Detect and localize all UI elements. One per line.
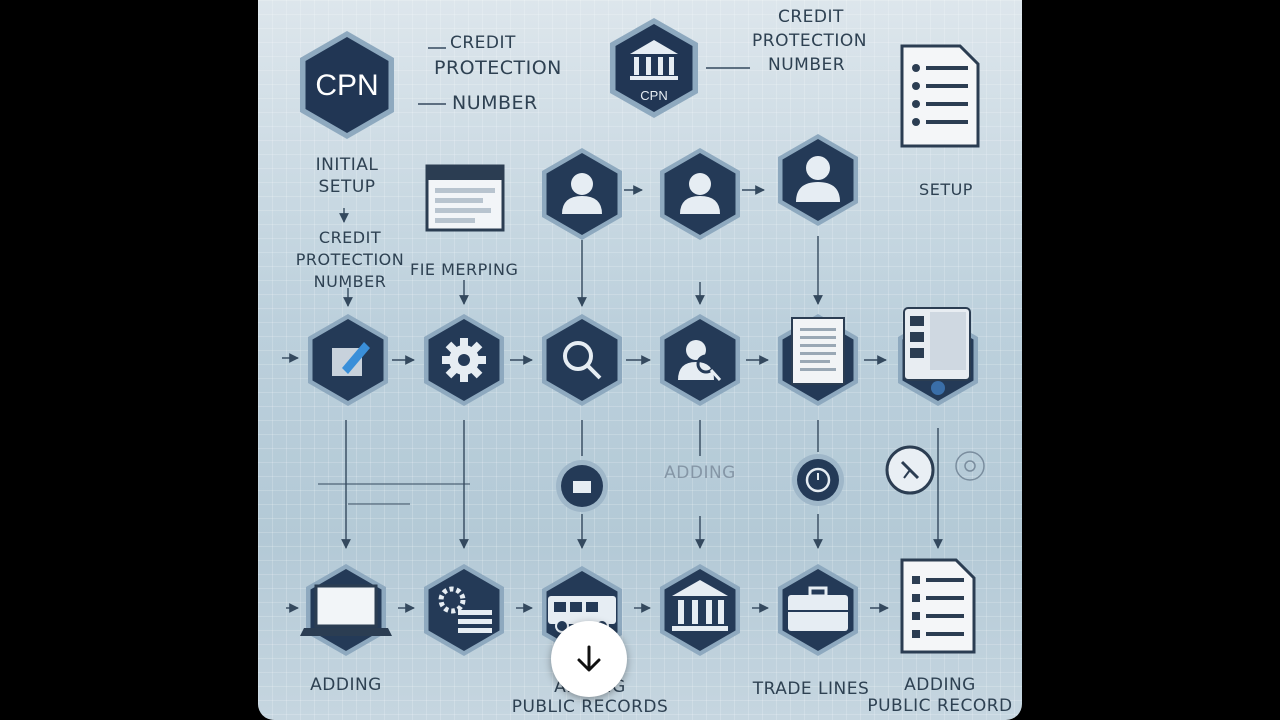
- document-icon: [791, 317, 845, 385]
- adding-public-label-2: PUBLIC RECORDS: [511, 697, 669, 717]
- briefcase-icon: [788, 586, 848, 631]
- gear-list-hexagon: [424, 564, 504, 656]
- briefcase-hexagon: [778, 564, 858, 656]
- bank-cpn-text: CPN: [640, 88, 667, 103]
- adding-public-record-label-1: ADDING: [904, 675, 976, 695]
- adding-mid-label: ADDING: [664, 463, 736, 483]
- document-hexagon: [778, 314, 858, 406]
- diagram-canvas: CPN CPN: [282, 18, 985, 658]
- laptop-hexagon: [300, 564, 392, 656]
- download-button[interactable]: [551, 621, 627, 697]
- trade-lines-label: TRADE LINES: [752, 679, 870, 699]
- top-right-label-credit: CREDIT: [778, 7, 844, 27]
- cpn-badge-text: CPN: [315, 69, 378, 102]
- clock-circle: [792, 454, 844, 506]
- adding-public-record-label-2: PUBLIC RECORD: [867, 696, 1013, 716]
- initial-setup-label-1: INITIAL: [315, 155, 379, 175]
- bank-icon: [630, 40, 678, 80]
- diagram-panel: CPN CPN: [258, 0, 1022, 720]
- edit-document-icon: [332, 342, 370, 376]
- adding-bottom-label: ADDING: [310, 675, 382, 695]
- credit-pn-label-2: PROTECTION: [295, 250, 405, 269]
- top-left-label-credit: CREDIT: [450, 33, 516, 53]
- gear-hexagon: [424, 314, 504, 406]
- target-icon: [955, 451, 985, 481]
- credit-pn-label-3: NUMBER: [313, 272, 387, 291]
- setup-label: SETUP: [919, 180, 973, 199]
- user-hexagon-1: [542, 148, 622, 240]
- document-list-icon: [900, 44, 980, 148]
- tablet-hexagon: [898, 307, 978, 406]
- bank-hexagon: [660, 564, 740, 656]
- user-icon: [562, 173, 602, 214]
- bank-cpn-hexagon: CPN: [610, 18, 698, 118]
- bank-icon: [672, 580, 728, 631]
- search-icon: [563, 341, 602, 380]
- user-hexagon-3: [778, 134, 858, 226]
- arrow-down-icon: [577, 645, 601, 672]
- user-search-icon: [678, 340, 722, 382]
- search-hexagon: [542, 314, 622, 406]
- user-icon: [796, 156, 840, 202]
- user-icon: [680, 173, 720, 214]
- cpn-badge-hexagon: CPN: [300, 31, 394, 139]
- edit-hexagon: [308, 314, 388, 406]
- user-hexagon-2: [660, 148, 740, 240]
- credit-pn-label-1: CREDIT: [318, 228, 382, 247]
- initial-setup-label-2: SETUP: [318, 177, 376, 197]
- gear-list-icon: [438, 586, 492, 633]
- gear-icon: [442, 338, 486, 382]
- top-left-label-number: NUMBER: [452, 92, 538, 114]
- checklist-icon: [900, 558, 976, 654]
- tablet-icon: [903, 307, 971, 395]
- top-right-label-protection: PROTECTION: [752, 31, 867, 51]
- checklist-doc: [900, 558, 976, 654]
- user-search-hexagon: [660, 314, 740, 406]
- laptop-icon: [300, 584, 392, 636]
- timer-circle: [885, 445, 935, 495]
- file-merging-label: FIE MERPING: [410, 260, 519, 279]
- top-right-label-number: NUMBER: [768, 55, 846, 75]
- briefcase-circle: [556, 460, 608, 512]
- browser-window-icon: [425, 164, 505, 232]
- top-left-label-protection: PROTECTION: [434, 57, 562, 79]
